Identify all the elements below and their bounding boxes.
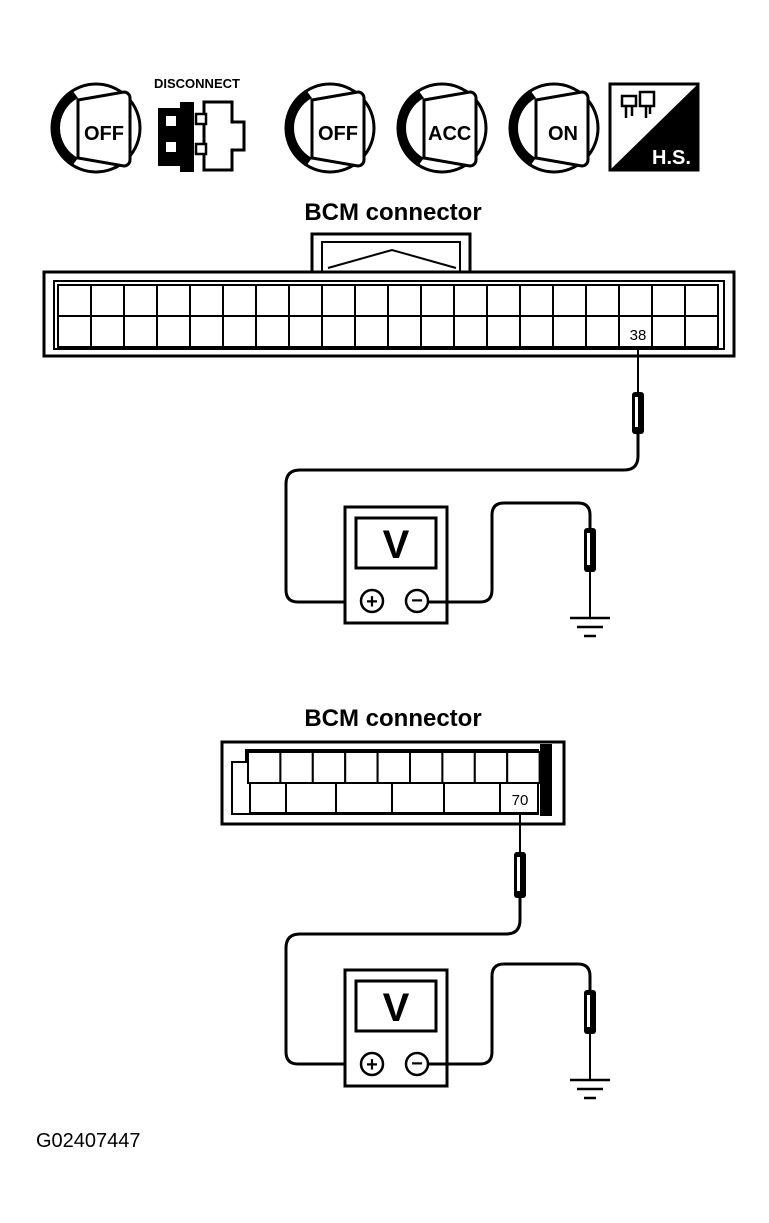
connector-cavity — [519, 315, 554, 348]
connector-cavity — [57, 315, 92, 348]
key-label: OFF — [84, 123, 124, 145]
connector-cavity — [222, 284, 257, 317]
connector-cavity — [354, 315, 389, 348]
connector-cavity — [335, 782, 393, 814]
connector-cavity — [189, 284, 224, 317]
connector-cavity — [473, 751, 509, 784]
connector-cavity — [288, 315, 323, 348]
ground-lead — [428, 501, 596, 618]
connector-cavity — [57, 284, 92, 317]
connector-cavity — [247, 751, 282, 784]
connector-cavity — [376, 751, 412, 784]
connector-cavity — [387, 315, 422, 348]
connector-cavity — [684, 315, 719, 348]
connector-cavity — [441, 751, 476, 784]
connector-cavity — [285, 782, 337, 814]
connector-cavity — [156, 284, 191, 317]
ground-lead — [428, 962, 596, 1080]
connector-cavity — [391, 782, 445, 814]
negative-terminal: − — [411, 1053, 423, 1075]
positive-terminal: + — [366, 591, 378, 613]
connector-cavity — [321, 315, 356, 348]
pin-number: 70 — [512, 792, 529, 809]
connector-cavity — [618, 284, 653, 317]
connector-cavity — [585, 315, 620, 348]
harness-side-icon: H.S. — [608, 82, 700, 172]
connector-cavity — [552, 315, 587, 348]
bcm-connector-2: 70 — [220, 740, 566, 826]
ground-icon — [570, 1078, 610, 1100]
connector-cavity — [279, 751, 314, 784]
connector-cavity — [585, 284, 620, 317]
connector-cavity — [506, 751, 541, 784]
connector-cavity — [344, 751, 379, 784]
connector-cavity — [321, 284, 356, 317]
connector-cavity — [387, 284, 422, 317]
connector-title: BCM connector — [304, 705, 481, 732]
connector-cavity — [189, 315, 224, 348]
cavity-grid — [247, 751, 541, 814]
meter-display: V — [383, 523, 410, 567]
connector-cavity — [552, 284, 587, 317]
ground-icon — [570, 616, 610, 638]
connector-cavity — [123, 315, 158, 348]
connector-cavity — [618, 315, 653, 348]
procedure-icon-row: OFF DISCONNECT OFF ACC — [50, 76, 700, 174]
figure-code: G02407447 — [36, 1130, 141, 1152]
connector-cavity — [453, 284, 488, 317]
connector-cavity — [443, 782, 501, 814]
ignition-key-icon: ON — [508, 82, 600, 174]
connector-cavity — [90, 315, 125, 348]
connector-cavity — [249, 782, 287, 814]
connector-cavity — [486, 315, 521, 348]
connector-cavity — [222, 315, 257, 348]
meter-display: V — [383, 986, 410, 1030]
ignition-key-icon: OFF — [284, 82, 376, 174]
connector-cavity — [519, 284, 554, 317]
connector-title: BCM connector — [304, 199, 481, 226]
connector-cavity — [288, 284, 323, 317]
connector-cavity — [123, 284, 158, 317]
connector-cavity — [651, 315, 686, 348]
connector-cavity — [684, 284, 719, 317]
connector-cavity — [453, 315, 488, 348]
cavity-grid — [57, 284, 719, 348]
connector-cavity — [486, 284, 521, 317]
negative-terminal: − — [411, 590, 423, 612]
connector-cavity — [311, 751, 347, 784]
test-probe — [284, 346, 644, 604]
connector-disconnect-icon: DISCONNECT — [154, 76, 246, 172]
connector-cavity — [90, 284, 125, 317]
harness-side-label: H.S. — [652, 147, 691, 169]
connector-cavity — [420, 284, 455, 317]
voltmeter: V + − — [343, 505, 449, 625]
key-label: ON — [548, 123, 578, 145]
ignition-key-icon: ACC — [396, 82, 488, 174]
connector-cavity — [255, 284, 290, 317]
pin-number: 38 — [630, 327, 647, 344]
key-label: ACC — [428, 123, 471, 145]
key-label: OFF — [318, 123, 358, 145]
connector-cavity — [255, 315, 290, 348]
disconnect-label: DISCONNECT — [154, 76, 240, 91]
connector-cavity — [156, 315, 191, 348]
ignition-key-icon: OFF — [50, 82, 142, 174]
test-probe — [284, 812, 526, 1066]
bcm-connector-1: 38 — [42, 232, 736, 358]
connector-cavity — [651, 284, 686, 317]
connector-cavity — [354, 284, 389, 317]
positive-terminal: + — [366, 1054, 378, 1076]
connector-cavity — [409, 751, 444, 784]
voltmeter: V + − — [343, 968, 449, 1088]
connector-cavity — [420, 315, 455, 348]
